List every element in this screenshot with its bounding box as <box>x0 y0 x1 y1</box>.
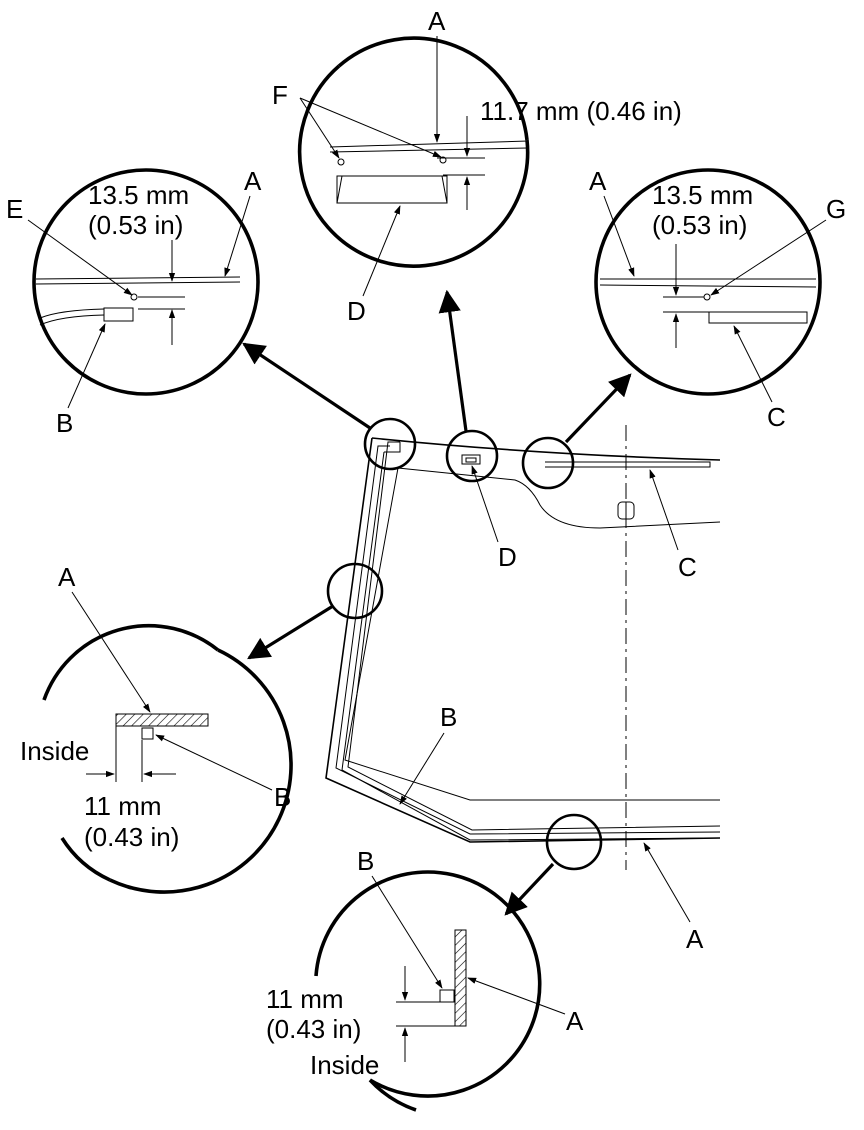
dam-c-section-right <box>708 311 808 324</box>
arrow-to-bottom-detail <box>504 862 555 916</box>
dam-b-section-side <box>141 727 154 740</box>
glass-section-side <box>115 713 209 727</box>
detail-side: A Inside B 11 mm (0.43 in) <box>20 562 293 894</box>
dam-b-section-left <box>103 307 134 322</box>
windshield-outline <box>371 437 721 461</box>
main-label-d: D <box>498 542 517 572</box>
side-dim-line2: (0.43 in) <box>84 822 179 852</box>
arrow-to-top-detail <box>438 289 468 432</box>
side-label-a: A <box>58 562 76 592</box>
right-label-g: G <box>826 194 846 224</box>
detail-circle-top <box>445 429 499 483</box>
dam-d-section <box>336 175 448 204</box>
bottom-inside-text: Inside <box>310 1050 379 1080</box>
arrow-to-left-detail <box>242 342 371 430</box>
dam-rubber-b <box>335 445 721 835</box>
glass-section-bottom <box>454 929 467 1027</box>
detail-bottom: B 11 mm (0.43 in) A Inside <box>266 846 584 1112</box>
right-label-c: C <box>767 402 786 432</box>
fastener-d <box>461 454 481 465</box>
main-label-b: B <box>440 702 457 732</box>
side-inside-text: Inside <box>20 736 89 766</box>
right-dim-line1: 13.5 mm <box>652 180 753 210</box>
arrow-to-right-detail <box>564 373 632 444</box>
main-label-a: A <box>686 924 704 954</box>
dam-b-section-bottom <box>439 989 455 1003</box>
side-dim-line1: 11 mm <box>84 791 162 821</box>
right-label-a: A <box>589 166 607 196</box>
top-label-a: A <box>428 6 446 36</box>
detail-right: A 13.5 mm (0.53 in) G C <box>589 166 846 432</box>
detail-left: 13.5 mm (0.53 in) A E B <box>6 166 262 438</box>
bottom-label-a: A <box>566 1006 584 1036</box>
side-label-b: B <box>274 782 291 812</box>
left-dim-line1: 13.5 mm <box>88 180 189 210</box>
right-dim-line2: (0.53 in) <box>652 210 747 240</box>
detail-circle-right <box>521 436 575 490</box>
top-label-f: F <box>272 80 288 110</box>
left-label-a: A <box>244 166 262 196</box>
main-label-c: C <box>678 552 697 582</box>
detail-circle-left-top <box>363 417 417 471</box>
left-dim-line2: (0.53 in) <box>88 210 183 240</box>
bottom-label-b: B <box>357 846 374 876</box>
detail-circle-side <box>326 562 384 620</box>
detail-circle-bottom <box>545 813 603 871</box>
bottom-dim-line1: 11 mm <box>266 984 344 1014</box>
bottom-dim-line2: (0.43 in) <box>266 1014 361 1044</box>
windshield-main-view: D C B A <box>242 289 721 954</box>
left-label-b: B <box>56 408 73 438</box>
top-dim-text: 11.7 mm (0.46 in) <box>480 96 682 126</box>
left-label-e: E <box>6 194 23 224</box>
top-label-d: D <box>347 296 366 326</box>
arrow-to-side-detail <box>247 604 334 660</box>
windshield-inner-line <box>397 467 721 529</box>
detail-top: A F 11.7 mm (0.46 in) D <box>272 6 682 326</box>
dam-c <box>545 461 711 468</box>
